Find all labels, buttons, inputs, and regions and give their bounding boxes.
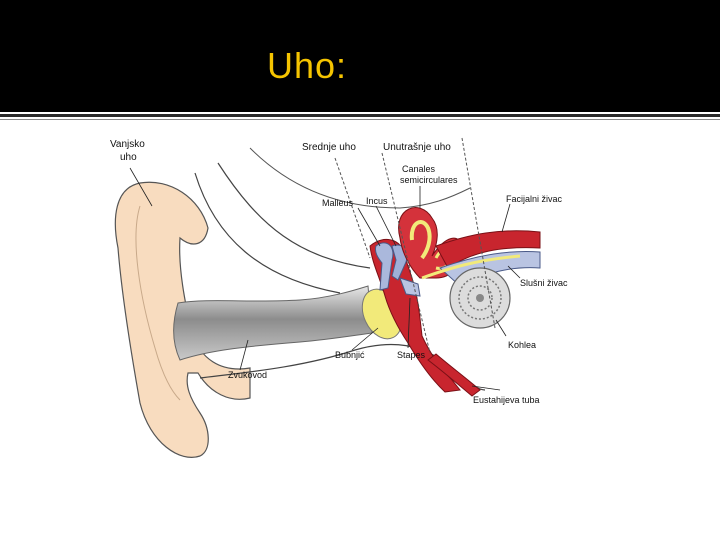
- leader-slusni: [507, 265, 521, 279]
- eustachian-tube: [427, 353, 481, 397]
- label-facijalni-zivac: Facijalni živac: [506, 194, 563, 204]
- cochlea-turn-2: [458, 276, 502, 320]
- leader-eustahijeva: [471, 385, 501, 391]
- label-eustahijeva-tuba: Eustahijeva tuba: [473, 395, 540, 405]
- label-canales-line1: Canales: [402, 164, 436, 174]
- leader-incus: [375, 205, 397, 247]
- label-slusni-zivac: Slušni živac: [520, 278, 568, 288]
- pinna-inner-fold: [135, 205, 181, 401]
- leader-stapes: [407, 297, 411, 349]
- separator-inner-right: [461, 137, 496, 329]
- leader-kohlea: [495, 319, 507, 337]
- head-contour-outer: [194, 172, 341, 294]
- leader-facijalni: [501, 203, 511, 233]
- label-bubnjic: Bubnjić: [335, 350, 365, 360]
- label-unutrasnje-uho: Unutrašnje uho: [383, 142, 451, 153]
- leader-bubnjic: [351, 327, 379, 351]
- separator-outer-middle: [334, 157, 371, 259]
- leader-vanjsko: [129, 167, 153, 207]
- head-contour-top: [249, 147, 471, 209]
- label-kohlea: Kohlea: [508, 340, 536, 350]
- facial-nerve-band: [435, 230, 541, 269]
- label-stapes: Stapes: [397, 350, 426, 360]
- slide-header: Uho:: [0, 0, 720, 112]
- cochlea-center: [476, 294, 484, 302]
- label-vanjsko-line1: Vanjsko: [110, 139, 145, 150]
- ear-canal: [173, 285, 373, 361]
- label-canales-line2: semicirculares: [400, 175, 458, 185]
- semicircular-canals-inner: [409, 220, 432, 260]
- nerve-fibers: [421, 254, 521, 280]
- slide-title: Uho:: [267, 45, 348, 86]
- label-incus: Incus: [366, 196, 388, 206]
- label-srednje-uho: Srednje uho: [302, 142, 356, 153]
- leader-zvukovod: [239, 339, 249, 371]
- leader-malleus: [357, 207, 381, 247]
- head-contour-inner: [217, 162, 371, 269]
- label-malleus: Malleus: [322, 198, 354, 208]
- header-divider-thin: [0, 119, 720, 120]
- ear-diagram-svg: Vanjsko uho Srednje uho Unutrašnje uho C…: [110, 137, 568, 458]
- ear-anatomy-diagram: Vanjsko uho Srednje uho Unutrašnje uho C…: [100, 128, 580, 468]
- cochlea-turn-3: [467, 285, 493, 311]
- label-zvukovod: Zvukovod: [228, 370, 267, 380]
- middle-ear-cavity: [369, 239, 461, 393]
- separator-middle-inner: [381, 152, 431, 354]
- header-divider: [0, 114, 720, 117]
- label-vanjsko-line2: uho: [120, 152, 137, 163]
- malleus: [375, 242, 394, 291]
